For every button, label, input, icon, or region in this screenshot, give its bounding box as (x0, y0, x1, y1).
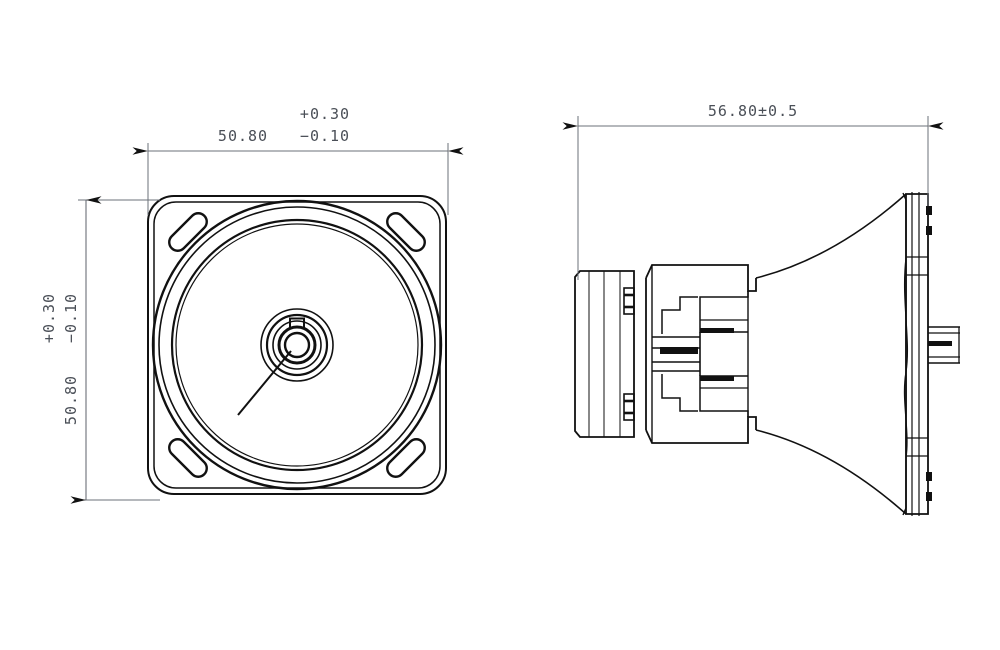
internal-shaft-stub (660, 347, 698, 354)
mounting-slot-top-left (168, 212, 208, 252)
dimension-width: 50.80 +0.30 −0.10 (132, 105, 464, 215)
front-mounting-plate (902, 192, 932, 516)
dim-height-tol-minus: −0.10 (62, 293, 80, 343)
leader-line (237, 350, 292, 416)
bracket-bottom-outline (645, 416, 757, 444)
plate-hole-mark-bottom-2 (926, 492, 932, 501)
taper-lower (755, 429, 907, 515)
outer-body-circle (151, 199, 443, 491)
shaft-bore (283, 331, 311, 359)
plate-hole-mark-top-1 (926, 206, 932, 215)
dim-height-tol-plus: +0.30 (40, 293, 58, 343)
side-view (574, 192, 960, 516)
motor-body-taper (755, 193, 907, 515)
dim-width-nominal: 50.80 (218, 127, 268, 145)
rear-cap-outline (574, 270, 635, 438)
mounting-slot-bottom-left (168, 438, 208, 478)
mount-plate-parting-line (903, 257, 909, 459)
hub-mid-ring (265, 313, 329, 377)
dim-width-tol-minus: −0.10 (300, 127, 350, 145)
keyway-notch (289, 317, 305, 328)
outer-body-circle-inner (158, 206, 436, 484)
shim-bar-top (700, 328, 734, 333)
gearbox-bracket (645, 264, 757, 444)
shim-bar-bottom (700, 376, 734, 381)
terminal-lower (623, 393, 635, 421)
bracket-top-outline (645, 264, 757, 292)
dim-length-value: 56.80±0.5 (708, 102, 798, 120)
terminal-upper (623, 287, 635, 315)
taper-upper (755, 193, 907, 279)
dimension-height: 50.80 +0.30 −0.10 (40, 196, 160, 504)
face-plate-circle (170, 218, 424, 472)
hub-outer-ring (260, 308, 334, 382)
hub-inner-ring (272, 320, 322, 370)
rear-end-cap (574, 270, 635, 438)
plate-hole-mark-bottom-1 (926, 472, 932, 481)
bracket-inner-step-bottom (661, 374, 698, 412)
bracket-inner-step-top (661, 296, 698, 334)
connector-terminals (623, 287, 635, 421)
central-hub (260, 308, 334, 382)
corner-mounting-slots (168, 212, 426, 478)
front-view: 50.80 +0.30 −0.10 50.80 +0.30 −0.10 (40, 105, 464, 504)
face-plate-circle-inner (175, 223, 419, 467)
shaft-keyway (928, 341, 952, 346)
mounting-slot-top-right (386, 212, 426, 252)
output-shaft (928, 326, 960, 364)
dim-height-nominal: 50.80 (62, 375, 80, 425)
shaft-bore-outer (277, 325, 317, 365)
dimension-length: 56.80±0.5 (562, 102, 944, 280)
mount-plate-back-face (902, 192, 907, 516)
flange-outer-outline (147, 195, 447, 495)
mounting-slot-bottom-right (386, 438, 426, 478)
plate-hole-mark-top-2 (926, 226, 932, 235)
dim-width-tol-plus: +0.30 (300, 105, 350, 123)
